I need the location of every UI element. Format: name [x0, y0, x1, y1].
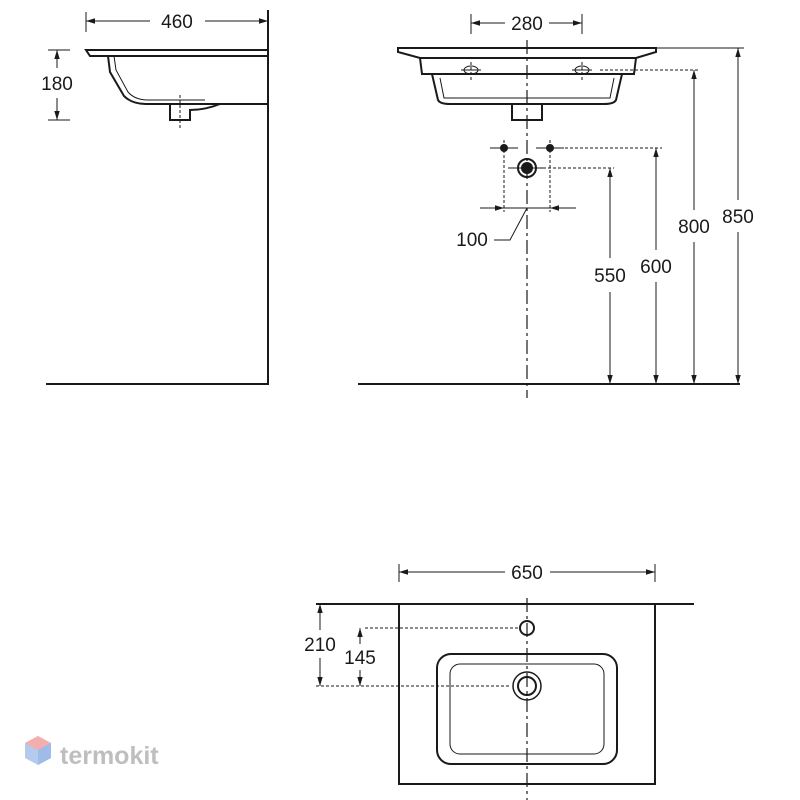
leader-100	[494, 207, 528, 241]
front-basin-bowl	[431, 73, 623, 105]
side-basin-outer	[107, 55, 268, 105]
side-drain-outlet	[169, 103, 221, 121]
dim-label-180: 180	[41, 74, 73, 95]
dim-label-280: 280	[511, 14, 543, 35]
dim-label-100: 100	[456, 230, 488, 251]
side-view: 460 180	[41, 10, 269, 385]
front-basin-body	[419, 57, 637, 75]
side-basin-rim	[84, 49, 269, 57]
watermark: termokit	[25, 736, 159, 770]
dim-label-850: 850	[722, 207, 754, 228]
side-basin-inner	[113, 55, 205, 101]
top-view: 650 210 145	[304, 563, 694, 800]
top-drain-inner	[517, 676, 537, 696]
front-basin-inner	[439, 77, 615, 99]
dim-label-800: 800	[678, 217, 710, 238]
dim-label-460: 460	[161, 12, 193, 33]
dim-label-210: 210	[304, 635, 336, 656]
dim-label-600: 600	[640, 257, 672, 278]
top-drain-outer	[512, 671, 542, 701]
front-view: 280 100 550 600 800	[358, 14, 754, 398]
front-drain-outlet	[511, 104, 543, 121]
dim-label-145: 145	[344, 648, 376, 669]
top-tap-hole	[519, 620, 535, 636]
hexagon-logo-icon	[25, 736, 51, 765]
dim-label-550: 550	[594, 266, 626, 287]
watermark-text: termokit	[60, 742, 159, 770]
dim-label-650: 650	[511, 563, 543, 584]
